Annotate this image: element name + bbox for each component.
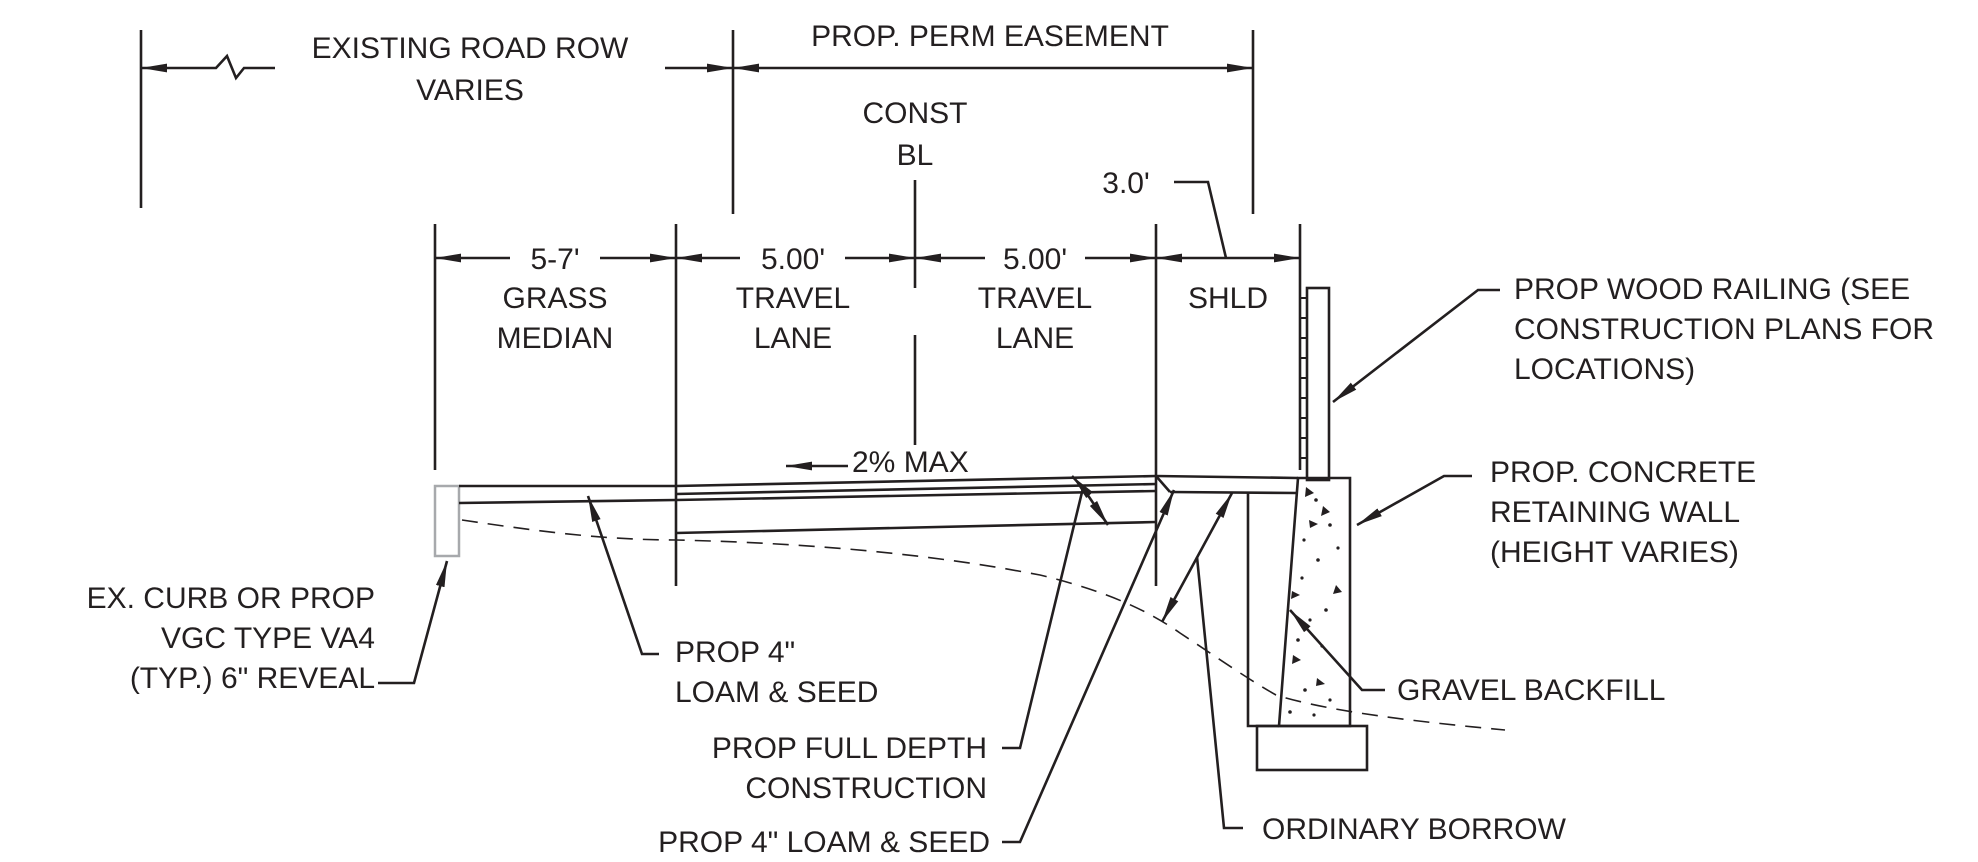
curb-label-line2: VGC TYPE VA4 [161,622,375,655]
loam-seed-right-callout: PROP 4" LOAM & SEED [658,489,1176,859]
borrow-label: ORDINARY BORROW [1262,813,1567,846]
wall-label-line1: PROP. CONCRETE [1490,456,1756,489]
lane1-width-label: 5.00' [761,243,825,276]
ordinary-borrow-callout: ORDINARY BORROW [1160,492,1567,846]
concrete-stipple [1288,487,1342,717]
curb [433,484,461,558]
full-depth-label-line1: PROP FULL DEPTH [712,732,987,765]
wall-label-line2: RETAINING WALL [1490,496,1740,529]
shoulder-width-label: 3.0' [1102,167,1149,200]
curb-label-line3: (TYP.) 6" REVEAL [130,662,375,695]
gravel-label: GRAVEL BACKFILL [1397,674,1665,707]
railing-callout: PROP WOOD RAILING (SEE CONSTRUCTION PLAN… [1332,273,1934,404]
lane2-label-line2: LANE [996,322,1074,355]
extension-lines [139,30,1302,586]
gravel-backfill-callout: GRAVEL BACKFILL [1289,609,1665,707]
median-width-label: 5-7' [530,243,579,276]
dimension-existing-row: EXISTING ROAD ROW VARIES [141,32,733,107]
concrete-wall-callout: PROP. CONCRETE RETAINING WALL (HEIGHT VA… [1356,456,1756,569]
wood-railing [1300,286,1331,482]
const-bl-label-line1: CONST [863,97,968,130]
curb-callout: EX. CURB OR PROP VGC TYPE VA4 (TYP.) 6" … [87,560,449,695]
lane2-label-line1: TRAVEL [978,282,1092,315]
existing-row-label-line2: VARIES [416,74,524,107]
median-label-line2: MEDIAN [497,322,614,355]
shoulder-width-callout: 3.0' [1102,167,1228,259]
slope-label: 2% MAX [852,446,969,479]
median-label-line1: GRASS [502,282,607,315]
dimension-segments: 5-7' GRASS MEDIAN 5.00' TRAVEL LANE 5.00… [435,243,1300,355]
roadway-section [458,474,1299,535]
curb-label-line1: EX. CURB OR PROP [87,582,375,615]
full-depth-callout: PROP FULL DEPTH CONSTRUCTION [712,475,1110,805]
shoulder-label: SHLD [1188,282,1268,315]
railing-label-line3: LOCATIONS) [1514,353,1695,386]
loam-left-label-line1: PROP 4" [675,636,795,669]
existing-ground-line [461,519,1506,731]
loam-right-label: PROP 4" LOAM & SEED [658,826,990,859]
dimension-perm-easement: PROP. PERM EASEMENT [733,20,1253,73]
slope-callout: 2% MAX [786,446,969,479]
lane2-width-label: 5.00' [1003,243,1067,276]
retaining-wall [1246,476,1369,772]
const-bl-label-line2: BL [897,139,934,172]
lane1-label-line1: TRAVEL [736,282,850,315]
railing-label-line2: CONSTRUCTION PLANS FOR [1514,313,1934,346]
lane1-label-line2: LANE [754,322,832,355]
loam-seed-left-callout: PROP 4" LOAM & SEED [586,495,878,709]
full-depth-label-line2: CONSTRUCTION [745,772,987,805]
loam-left-label-line2: LOAM & SEED [675,676,878,709]
perm-easement-label: PROP. PERM EASEMENT [811,20,1169,53]
railing-label-line1: PROP WOOD RAILING (SEE [1514,273,1910,306]
existing-row-label-line1: EXISTING ROAD ROW [312,32,629,65]
wall-label-line3: (HEIGHT VARIES) [1490,536,1739,569]
